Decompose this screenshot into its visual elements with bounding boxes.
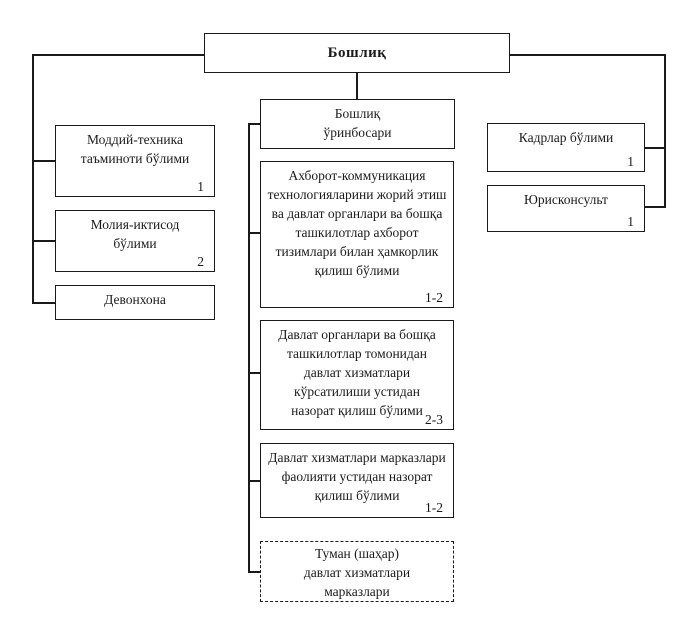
connector-left-horizontal: [32, 54, 204, 56]
org-node-hr-department-count: 1: [627, 154, 634, 169]
connector-left-stub-2: [32, 240, 55, 242]
org-node-it-department-label: Ахборот-коммуникация технологияларини жо…: [267, 168, 447, 278]
connector-center-stub-4: [250, 480, 260, 482]
org-node-control-department-count: 2-3: [425, 412, 443, 427]
org-node-boss-label: Бошлиқ: [327, 45, 387, 61]
org-node-legal-counsel-count: 1: [627, 214, 634, 229]
org-node-centers-oversight-department: Давлат хизматлари марказлари фаолияти ус…: [260, 443, 454, 518]
connector-boss-to-deputy: [356, 73, 358, 99]
org-node-finance-department: Молия-иктисод бўлими 2: [55, 210, 215, 272]
org-node-centers-oversight-department-label: Давлат хизматлари марказлари фаолияти ус…: [268, 450, 446, 503]
connector-right-horizontal: [510, 54, 666, 56]
connector-right-vertical: [664, 54, 666, 208]
org-node-chancellery-label: Девонхона: [104, 292, 166, 307]
connector-left-vertical: [32, 54, 34, 304]
org-node-chancellery: Девонхона: [55, 285, 215, 320]
connector-center-stub-2: [250, 232, 260, 234]
org-node-legal-counsel-label: Юрисконсульт: [524, 192, 608, 207]
org-node-logistics-department: Моддий-техника таъминоти бўлими 1: [55, 125, 215, 197]
org-node-deputy-label: Бошлиқ ўринбосари: [323, 106, 392, 140]
org-node-centers-oversight-department-count: 1-2: [425, 500, 443, 515]
org-node-hr-department: Кадрлар бўлими 1: [487, 123, 645, 172]
connector-left-stub-3: [32, 302, 55, 304]
org-node-legal-counsel: Юрисконсульт 1: [487, 185, 645, 232]
org-node-control-department: Давлат органлари ва бошқа ташкилотлар то…: [260, 320, 454, 430]
org-node-finance-department-label: Молия-иктисод бўлими: [90, 217, 180, 251]
connector-right-stub-2: [645, 206, 664, 208]
org-node-district-centers-label: Туман (шаҳар) давлат хизматлари марказла…: [303, 546, 411, 599]
org-node-logistics-department-count: 1: [197, 179, 204, 194]
connector-left-stub-1: [32, 160, 55, 162]
org-node-district-centers: Туман (шаҳар) давлат хизматлари марказла…: [260, 541, 454, 602]
org-node-control-department-label: Давлат органлари ва бошқа ташкилотлар то…: [278, 327, 436, 418]
org-node-hr-department-label: Кадрлар бўлими: [518, 130, 614, 145]
org-node-it-department-count: 1-2: [425, 290, 443, 305]
org-node-it-department: Ахборот-коммуникация технологияларини жо…: [260, 161, 454, 308]
connector-center-stub-1: [250, 123, 260, 125]
connector-center-stub-5: [250, 571, 260, 573]
connector-right-stub-1: [645, 147, 664, 149]
connector-center-vertical: [248, 123, 250, 573]
connector-center-stub-3: [250, 372, 260, 374]
org-node-boss: Бошлиқ: [204, 33, 510, 73]
org-node-deputy: Бошлиқ ўринбосари: [260, 99, 455, 149]
org-node-finance-department-count: 2: [197, 254, 204, 269]
org-node-logistics-department-label: Моддий-техника таъминоти бўлими: [80, 132, 190, 166]
